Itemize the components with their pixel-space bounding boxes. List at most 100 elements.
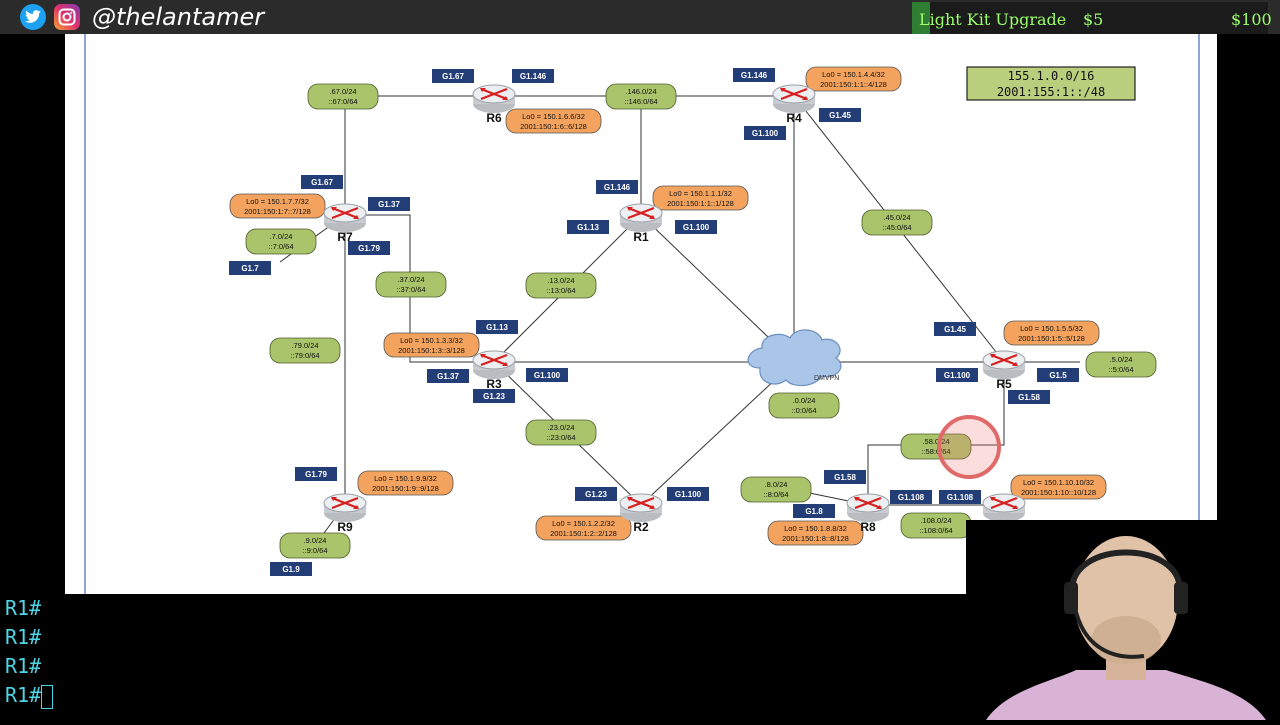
webcam-overlay <box>966 520 1280 720</box>
goal-target: $100 <box>1231 10 1272 29</box>
router-r1-icon[interactable]: R1 <box>618 202 664 244</box>
subnet-ipv6: ::7:0/64 <box>268 242 293 251</box>
terminal-cursor <box>41 684 54 709</box>
router-r5-icon[interactable]: R5 <box>981 349 1027 391</box>
loopback-ipv4: Lo0 = 150.1.6.6/32 <box>522 112 585 121</box>
twitter-icon <box>20 4 46 30</box>
terminal-prompt-active[interactable]: R1# <box>0 681 966 710</box>
loopback-ipv6: 2001:150:1:10::10/128 <box>1021 488 1096 497</box>
interface-label: G1.146 <box>520 72 547 81</box>
banner-ipv6: 2001:155:1::/48 <box>997 85 1105 99</box>
subnet-label: .5.0/24::5:0/64 <box>1085 351 1157 378</box>
router-r2-icon[interactable]: R2 <box>618 492 664 534</box>
interface-label: G1.79 <box>358 244 380 253</box>
interface-tag: G1.13 <box>567 220 609 234</box>
subnet-label: .13.0/24::13:0/64 <box>525 272 597 299</box>
interface-label: G1.100 <box>534 371 561 380</box>
interface-tag: G1.9 <box>270 562 312 576</box>
subnet-ipv4: .108.0/24 <box>920 516 951 525</box>
router-r9-icon[interactable]: R9 <box>322 492 368 534</box>
loopback-ipv6: 2001:150:1:1::1/128 <box>667 199 734 208</box>
interface-tag: G1.37 <box>368 197 410 211</box>
subnet-ipv4: .45.0/24 <box>883 213 910 222</box>
interface-label: G1.8 <box>805 507 823 516</box>
subnet-ipv6: ::79:0/64 <box>290 351 319 360</box>
loopback-ipv4: Lo0 = 150.1.1.1/32 <box>669 189 732 198</box>
headset-icon <box>1069 549 1183 591</box>
subnet-ipv4: .7.0/24 <box>270 232 293 241</box>
router-r8-icon[interactable]: R8 <box>845 492 891 534</box>
router-name: R3 <box>486 377 502 391</box>
interface-tag: G1.23 <box>473 389 515 403</box>
subnet-label: .7.0/24::7:0/64 <box>245 228 317 255</box>
terminal-line: R1# <box>5 654 42 678</box>
subnet-ipv4: .146.0/24 <box>625 87 656 96</box>
interface-tag: G1.100 <box>936 368 978 382</box>
subnet-ipv4: .67.0/24 <box>329 87 356 96</box>
interface-label: G1.67 <box>442 72 464 81</box>
loopback-ipv4: Lo0 = 150.1.10.10/32 <box>1023 478 1094 487</box>
subnet-ipv6: ::45:0/64 <box>882 223 911 232</box>
interface-tag: G1.7 <box>229 261 271 275</box>
interface-tag: G1.79 <box>295 467 337 481</box>
subnet-ipv4: .37.0/24 <box>397 275 424 284</box>
subnet-ipv4: .8.0/24 <box>765 480 788 489</box>
subnet-label: .67.0/24::67:0/64 <box>307 83 379 110</box>
cloud-label: DMVPN <box>814 375 839 382</box>
loopback-ipv4: Lo0 = 150.1.3.3/32 <box>400 336 463 345</box>
interface-label: G1.23 <box>483 392 505 401</box>
stream-overlay-bar: @thelantamer Light Kit Upgrade $5 $100 <box>0 0 1280 34</box>
interface-label: G1.58 <box>1018 393 1040 402</box>
interface-tag: G1.45 <box>819 108 861 122</box>
interface-tag: G1.5 <box>1037 368 1079 382</box>
subnet-label: .9.0/24::9:0/64 <box>279 532 351 559</box>
interface-tag: G1.100 <box>526 368 568 382</box>
loopback-ipv6: 2001:150:1:8::8/128 <box>782 534 849 543</box>
interface-label: G1.79 <box>305 470 327 479</box>
interface-tag: G1.100 <box>744 126 786 140</box>
loopback-ipv6: 2001:150:1:2::2/128 <box>550 529 617 538</box>
subnet-ipv6: ::13:0/64 <box>546 286 575 295</box>
interface-tag: G1.23 <box>575 487 617 501</box>
goal-label: Light Kit Upgrade <box>919 10 1067 29</box>
subnet-ipv6: ::67:0/64 <box>328 97 357 106</box>
interface-tag: G1.37 <box>427 369 469 383</box>
subnet-label: .79.0/24::79:0/64 <box>269 337 341 364</box>
router-r3-icon[interactable]: R3 <box>471 349 517 391</box>
subnet-label: .108.0/24::108:0/64 <box>900 512 972 539</box>
interface-label: G1.23 <box>585 490 607 499</box>
subnet-label: .58.0/24::58:0/64 <box>900 433 972 460</box>
router-name: R9 <box>337 520 353 534</box>
terminal-window[interactable]: R1# R1# R1# R1# <box>0 594 966 720</box>
router-name: R1 <box>633 230 649 244</box>
subnet-ipv4: .5.0/24 <box>1110 355 1133 364</box>
subnet-ipv6: ::9:0/64 <box>302 546 327 555</box>
interface-label: G1.37 <box>378 200 400 209</box>
loopback-ipv4: Lo0 = 150.1.7.7/32 <box>246 197 309 206</box>
donation-goal: Light Kit Upgrade $5 $100 <box>912 2 1272 34</box>
interface-label: G1.7 <box>241 264 259 273</box>
interface-label: G1.100 <box>944 371 971 380</box>
interface-label: G1.9 <box>282 565 300 574</box>
router-r4-icon[interactable]: R4 <box>771 83 817 125</box>
router-r6-icon[interactable]: R6 <box>471 83 517 125</box>
presenter-shirt <box>986 670 1266 720</box>
interface-label: G1.146 <box>741 71 768 80</box>
subnet-label: .8.0/24::8:0/64 <box>740 476 812 503</box>
router-name: R5 <box>996 377 1012 391</box>
instagram-icon <box>54 4 80 30</box>
loopback-ipv4: Lo0 = 150.1.8.8/32 <box>784 524 847 533</box>
subnet-ipv4: .79.0/24 <box>291 341 318 350</box>
router-r7-icon[interactable]: R7 <box>322 202 368 244</box>
loopback-label-r10: Lo0 = 150.1.10.10/322001:150:1:10::10/12… <box>1010 474 1107 500</box>
interface-label: G1.67 <box>311 178 333 187</box>
loopback-ipv6: 2001:150:1:5::5/128 <box>1018 334 1085 343</box>
interface-tag: G1.108 <box>890 490 932 504</box>
